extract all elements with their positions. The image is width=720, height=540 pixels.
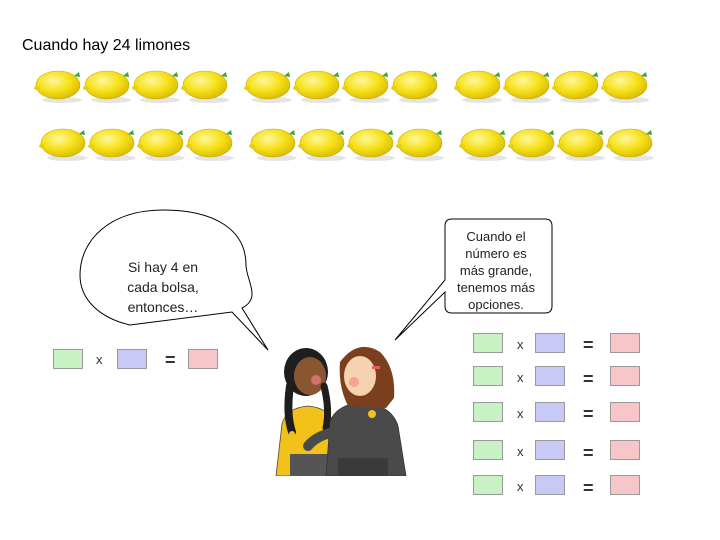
factor-box-green[interactable] [473, 402, 503, 422]
speech-text-right: Cuando el número es más grande, tenemos … [456, 229, 536, 312]
equals-sign: = [583, 404, 594, 424]
lemon-icon [396, 128, 444, 161]
lemon-icon [132, 70, 180, 103]
lemon-icon [342, 70, 390, 103]
lemon-icon [503, 70, 551, 103]
factor-box-blue[interactable] [535, 440, 565, 460]
page-title: Cuando hay 24 limones [22, 37, 191, 54]
lemon-icon [244, 70, 292, 103]
lemon-icon [298, 128, 346, 161]
lemon-icon [391, 70, 439, 103]
lemon-icon [137, 128, 185, 161]
equals-sign: = [583, 335, 594, 355]
lemon-icon [459, 128, 507, 161]
lemon-icon [249, 128, 297, 161]
times-sign: x [517, 406, 524, 421]
speech-bubble-left [79, 209, 269, 351]
factor-box-blue[interactable] [535, 366, 565, 386]
lemon-icon [606, 128, 654, 161]
product-box-pink[interactable] [610, 402, 640, 422]
factor-box-green[interactable] [473, 475, 503, 495]
factor-box-blue[interactable] [535, 475, 565, 495]
product-box-pink[interactable] [610, 440, 640, 460]
speech-bubble-right [394, 218, 553, 341]
lemon-icon [601, 70, 649, 103]
lemon-icon [186, 128, 234, 161]
lemon-icon [293, 70, 341, 103]
lemon-icon [508, 128, 556, 161]
equals-sign: = [583, 443, 594, 463]
times-sign: x [517, 337, 524, 352]
factor-box-green[interactable] [473, 366, 503, 386]
lemon-icon [552, 70, 600, 103]
girl-right-figure [303, 346, 407, 476]
lemon-icon [83, 70, 131, 103]
product-box-pink[interactable] [610, 333, 640, 353]
times-sign: x [96, 352, 103, 367]
equals-sign: = [583, 369, 594, 389]
lemon-icon [39, 128, 87, 161]
factor-box-green[interactable] [53, 349, 83, 369]
equals-sign: = [165, 350, 176, 370]
factor-box-blue[interactable] [535, 333, 565, 353]
lemon-icon [347, 128, 395, 161]
factor-box-blue[interactable] [535, 402, 565, 422]
factor-box-blue[interactable] [117, 349, 147, 369]
lemon-icon [88, 128, 136, 161]
times-sign: x [517, 370, 524, 385]
girls-illustration [275, 346, 407, 476]
product-box-pink[interactable] [610, 475, 640, 495]
lemon-icon [454, 70, 502, 103]
lemon-grid [34, 70, 654, 161]
girl-left-figure [275, 348, 339, 476]
factor-box-green[interactable] [473, 333, 503, 353]
lemon-icon [181, 70, 229, 103]
speech-text-left: Si hay 4 en cada bolsa, entonces… [127, 259, 199, 315]
times-sign: x [517, 444, 524, 459]
product-box-pink[interactable] [610, 366, 640, 386]
times-sign: x [517, 479, 524, 494]
factor-box-green[interactable] [473, 440, 503, 460]
equals-sign: = [583, 478, 594, 498]
lemon-icon [34, 70, 82, 103]
product-box-pink[interactable] [188, 349, 218, 369]
lemon-icon [557, 128, 605, 161]
